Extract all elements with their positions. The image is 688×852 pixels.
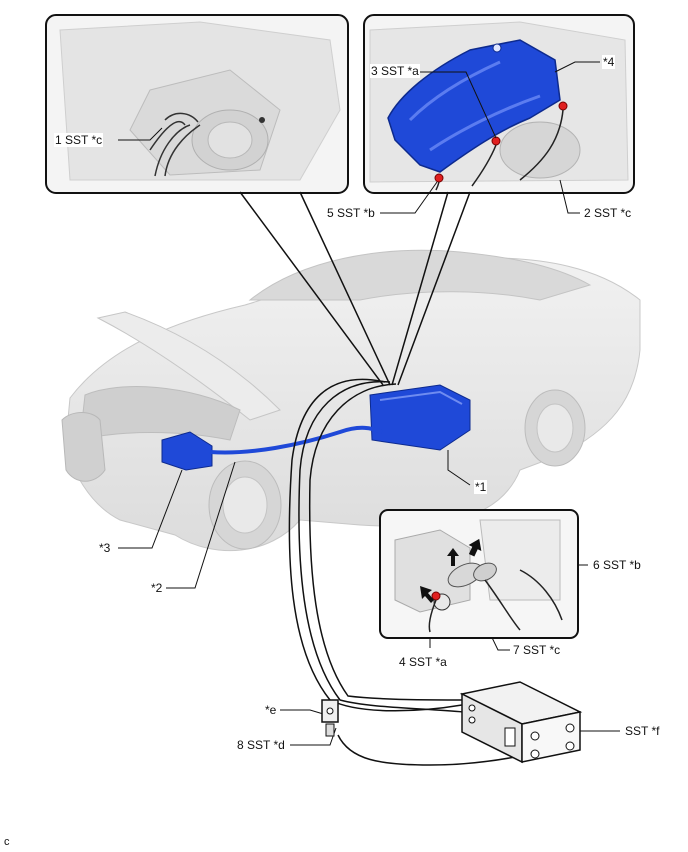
label-part-4: *4 xyxy=(602,55,616,69)
ground-terminal xyxy=(321,699,339,737)
label-part-2: *2 xyxy=(150,581,164,595)
label-ground-e: *e xyxy=(264,703,278,717)
label-6-sst-b: 6 SST *b xyxy=(592,558,642,572)
inverter-on-vehicle xyxy=(161,431,213,471)
label-5-sst-b: 5 SST *b xyxy=(326,206,376,220)
hv-battery-on-vehicle xyxy=(369,384,471,451)
sst-cables xyxy=(288,378,521,766)
label-2-sst-c: 2 SST *c xyxy=(583,206,633,220)
vehicle-illustration xyxy=(61,249,641,552)
label-3-sst-a: 3 SST *a xyxy=(370,64,420,78)
label-4-sst-a: 4 SST *a xyxy=(398,655,448,669)
label-8-sst-d: 8 SST *d xyxy=(236,738,286,752)
detail-view-1 xyxy=(45,14,349,194)
callout-lines xyxy=(239,191,471,386)
detail-view-3 xyxy=(379,509,579,639)
label-1-sst-c: 1 SST *c xyxy=(54,133,104,147)
label-sst-f: SST *f xyxy=(624,724,661,738)
hv-cable-on-vehicle xyxy=(209,425,383,455)
label-part-3: *3 xyxy=(98,541,112,555)
label-7-sst-c: 7 SST *c xyxy=(512,643,562,657)
detail-view-2 xyxy=(363,14,635,194)
label-part-1: *1 xyxy=(474,480,488,494)
tester-box xyxy=(459,681,583,764)
figure-code: c xyxy=(4,836,10,848)
